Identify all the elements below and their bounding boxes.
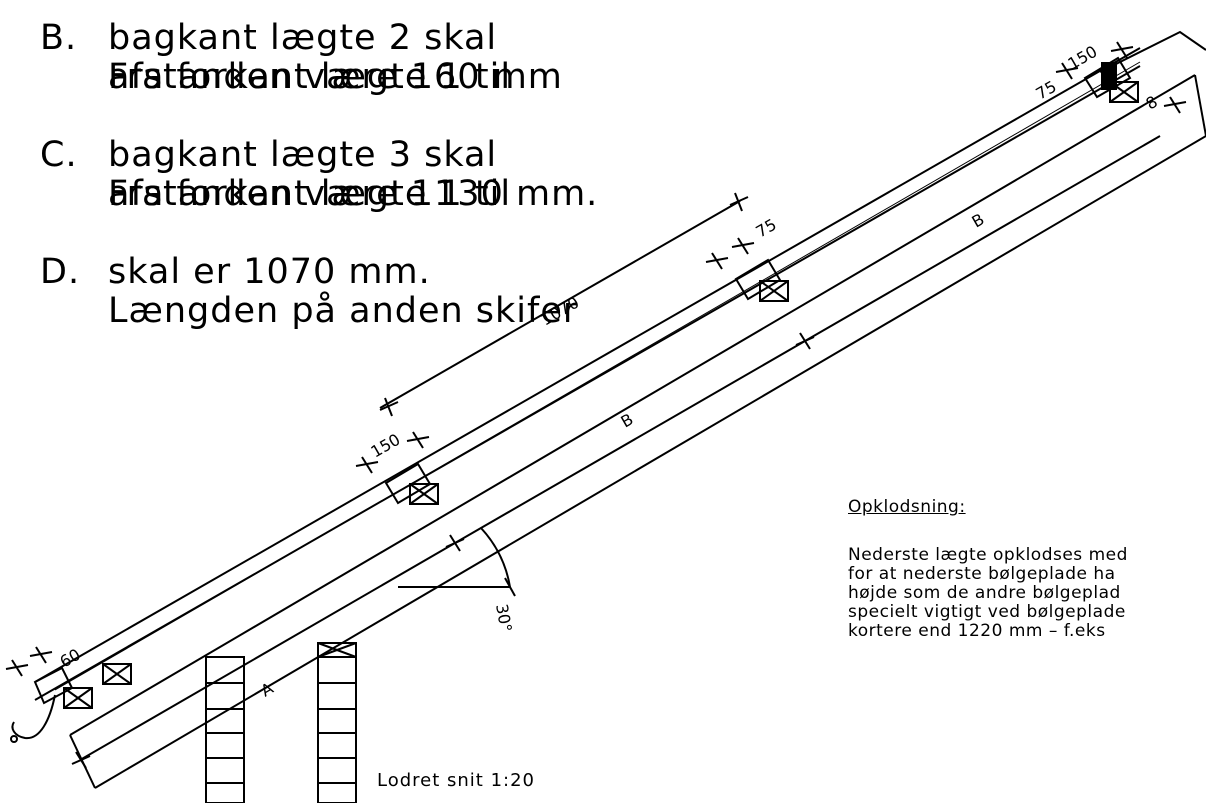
note-d-letter: D. xyxy=(40,252,81,292)
rafter-top-line xyxy=(69,74,1196,736)
opklodsning-title: Opklodsning: xyxy=(848,497,966,517)
opklodsning-line-5: kortere end 1220 mm – f.eks xyxy=(848,621,1106,641)
dimension-8-label: 8 xyxy=(1143,92,1161,114)
sheet-line-top xyxy=(34,47,1141,683)
note-b-line-2: bagkant lægte 2 skal xyxy=(108,18,498,58)
sheet-line-bottom xyxy=(34,65,1141,701)
sheet-line-inner xyxy=(54,61,1141,691)
gutter xyxy=(11,694,56,740)
dimension-150-mid-label: 150 xyxy=(368,430,404,462)
dim-line-A xyxy=(79,542,456,761)
section-caption: Lodret snit 1:20 xyxy=(377,770,535,791)
note-d-line-2: skal er 1070 mm. xyxy=(108,252,431,292)
dimension-ticks xyxy=(5,41,1187,769)
note-c-letter: C. xyxy=(40,135,78,175)
opklodsning-line-1: Nederste lægte opklodses med xyxy=(848,545,1128,565)
ridge-cap xyxy=(1099,30,1206,73)
rafter-bottom-line xyxy=(94,135,1206,789)
note-b-line-1: Fra forkant lægte 1 til xyxy=(108,57,512,97)
note-d-line-1: Længden på anden skifer xyxy=(108,291,579,331)
note-b-letter: B. xyxy=(40,18,78,58)
note-b: B. Fra forkant lægte 1 til xyxy=(0,0,510,136)
note-c-line-1: Fra forkant lægte 1 til xyxy=(108,174,512,214)
angle-arc xyxy=(480,527,511,588)
angle-label: 30° xyxy=(492,602,516,633)
dimension-75-top-label: 75 xyxy=(1033,77,1060,104)
dim-line-B-top xyxy=(804,135,1161,342)
opklodsning-line-3: højde som de andre bølgeplad xyxy=(848,583,1121,603)
batten-3 xyxy=(409,483,439,505)
opklodsning-line-4: specielt vigtigt ved bølgeplade xyxy=(848,602,1126,622)
segment-label-B-mid: B xyxy=(618,410,637,432)
batten-4 xyxy=(759,280,789,302)
note-d: D. Længden på anden skifer xyxy=(0,214,577,370)
segment-label-A: A xyxy=(258,679,277,701)
note-c: C. Fra forkant lægte 1 til xyxy=(0,97,510,253)
rafter-top-end-line xyxy=(1194,74,1206,137)
batten-1 xyxy=(63,687,93,709)
wall-post-right xyxy=(317,642,357,803)
dim-line-B-mid xyxy=(454,340,806,544)
gutter-point xyxy=(10,735,18,743)
segment-label-B-top: B xyxy=(969,210,988,232)
dim-line-1070 xyxy=(379,200,741,409)
opklodsning-line-2: for at nederste bølgeplade ha xyxy=(848,564,1116,584)
wall-post-left xyxy=(205,656,245,803)
note-c-line-2: bagkant lægte 3 skal xyxy=(108,135,498,175)
note-b-line-3: afstanden være 160 mm xyxy=(108,57,563,97)
dimension-75-mid-label: 75 xyxy=(753,215,780,242)
note-c-line-3: afstanden være 1130 mm. xyxy=(108,174,599,214)
batten-2 xyxy=(102,663,132,685)
